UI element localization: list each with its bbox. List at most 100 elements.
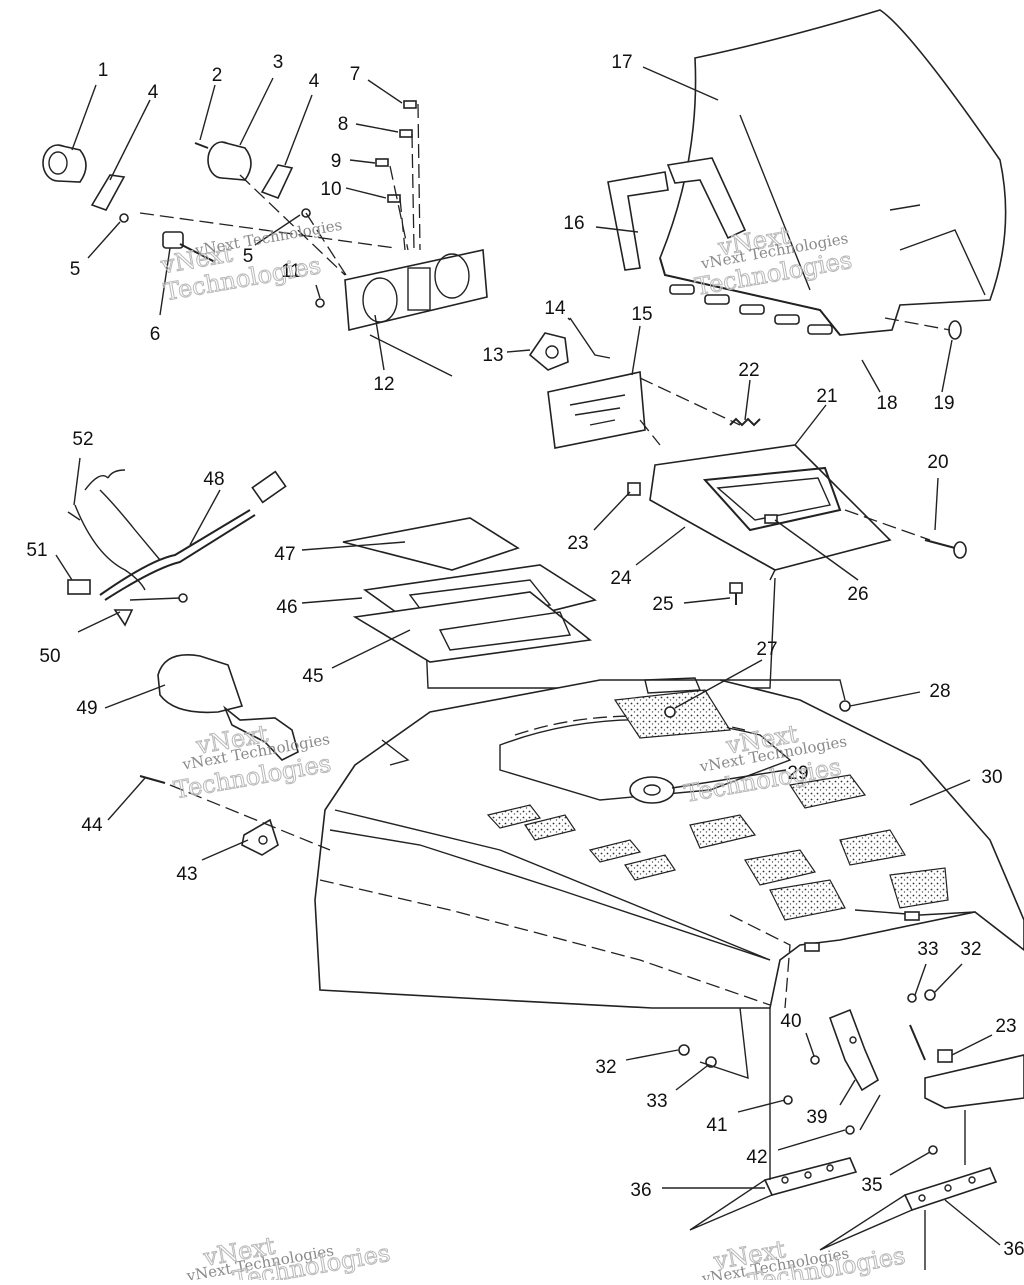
part-label-50: 50 (39, 646, 60, 667)
part-label-17: 17 (611, 52, 632, 73)
mirror-part-49 (157, 654, 299, 761)
spring-part-22 (729, 417, 761, 427)
part-label-7: 7 (350, 64, 361, 85)
watermark-mid-left: vNext vNext Technologies Technologies (171, 719, 333, 805)
part-label-30: 30 (981, 767, 1002, 788)
part-label-32: 32 (960, 939, 981, 960)
part-label-46: 46 (276, 597, 297, 618)
part-label-51: 51 (26, 540, 47, 561)
part-label-14: 14 (544, 298, 566, 319)
screw-part-41 (783, 1095, 793, 1105)
part-label-4: 4 (309, 71, 320, 92)
windshield-part-17 (659, 9, 1007, 336)
bulb-socket-part-6 (162, 231, 216, 263)
gauge-bracket-left (90, 174, 129, 223)
panel-part-47 (342, 517, 520, 571)
part-label-5: 5 (243, 246, 254, 267)
leader-lines (55, 66, 1001, 1246)
part-label-24: 24 (610, 568, 632, 589)
gauge-left-part-1 (42, 144, 87, 183)
indicator-lights-7-10 (375, 100, 421, 251)
part-label-47: 47 (274, 544, 295, 565)
watermark-top-left: vNext vNext Technologies Technologies (157, 216, 343, 307)
bolt-part-28 (839, 700, 851, 712)
nut-part-27 (664, 706, 676, 718)
watermark-top-right: vNext vNext Technologies Technologies (692, 221, 854, 302)
skid-plate-part-36-left (689, 1157, 858, 1231)
part-label-11: 11 (281, 261, 301, 282)
nut-part-32-left (678, 1044, 690, 1056)
part-label-12: 12 (373, 374, 394, 395)
decal-part-16 (607, 157, 747, 271)
part-label-13: 13 (482, 345, 503, 366)
hood-part-30 (314, 677, 1024, 1009)
part-label-25: 25 (652, 594, 673, 615)
part-label-26: 26 (847, 584, 868, 605)
part-label-23: 23 (995, 1016, 1016, 1037)
part-label-28: 28 (929, 681, 950, 702)
hinge-bracket-part-43 (241, 818, 279, 856)
screw-part-20 (924, 539, 967, 559)
screw-part-35 (928, 1145, 938, 1155)
rivet-part-19 (948, 320, 962, 340)
part-label-1: 1 (98, 60, 109, 81)
part-label-39: 39 (806, 1107, 827, 1128)
part-label-41: 41 (706, 1115, 727, 1136)
part-label-15: 15 (631, 304, 652, 325)
part-label-36: 36 (630, 1180, 651, 1201)
skid-plate-part-36-right (819, 1167, 998, 1251)
gauge-right-part-3 (194, 141, 252, 181)
lower-hardware (678, 989, 1024, 1270)
screw-part-42 (845, 1125, 855, 1135)
part-label-32: 32 (595, 1057, 616, 1078)
part-label-33: 33 (917, 939, 938, 960)
headlight-bulb-part-13 (528, 332, 569, 371)
screw-part-40 (810, 1055, 820, 1065)
part-label-35: 35 (861, 1175, 882, 1196)
wiring-harness (67, 469, 287, 627)
bracket-part-39 (828, 1008, 880, 1092)
part-label-40: 40 (780, 1011, 801, 1032)
panel-part-45 (352, 591, 592, 663)
part-label-48: 48 (203, 469, 224, 490)
bumper-part-right (924, 1054, 1024, 1109)
part-label-45: 45 (302, 666, 323, 687)
part-label-6: 6 (150, 324, 161, 345)
part-label-33: 33 (646, 1091, 667, 1112)
part-label-8: 8 (338, 114, 349, 135)
part-label-20: 20 (927, 452, 948, 473)
part-label-22: 22 (738, 360, 759, 381)
headlight-housing-part-21 (649, 444, 892, 581)
gauge-assembly (42, 100, 488, 377)
watermark-bottom-left: vNext vNext Technologies Technologies (184, 1231, 392, 1285)
part-label-9: 9 (331, 151, 342, 172)
windshield-assembly (607, 9, 1007, 340)
part-label-2: 2 (212, 65, 223, 86)
part-label-52: 52 (72, 429, 93, 450)
washer-part-33-right (907, 993, 917, 1003)
part-label-21: 21 (816, 386, 837, 407)
part-label-23: 23 (567, 533, 588, 554)
part-label-36: 36 (1003, 1239, 1024, 1260)
part-label-5: 5 (70, 259, 81, 280)
gauge-bracket-right (260, 164, 311, 218)
part-label-18: 18 (876, 393, 897, 414)
part-label-16: 16 (563, 213, 584, 234)
nut-part-32-right (924, 989, 936, 1001)
windshield-vents (669, 284, 833, 335)
watermark-bottom-right: vNext vNext Technologies Technologies (700, 1235, 908, 1285)
headlight-reflector-part-15 (547, 371, 646, 449)
pin-part-44 (139, 775, 166, 784)
part-label-43: 43 (176, 864, 197, 885)
part-label-49: 49 (76, 698, 97, 719)
grommet-part-29 (629, 776, 675, 804)
clip-part-23 (627, 482, 641, 496)
part-label-10: 10 (320, 179, 341, 200)
part-label-42: 42 (746, 1147, 767, 1168)
part-label-3: 3 (273, 52, 284, 73)
part-label-19: 19 (933, 393, 954, 414)
bolt-part-25 (729, 582, 743, 605)
gauge-plate-part-12 (315, 249, 488, 331)
